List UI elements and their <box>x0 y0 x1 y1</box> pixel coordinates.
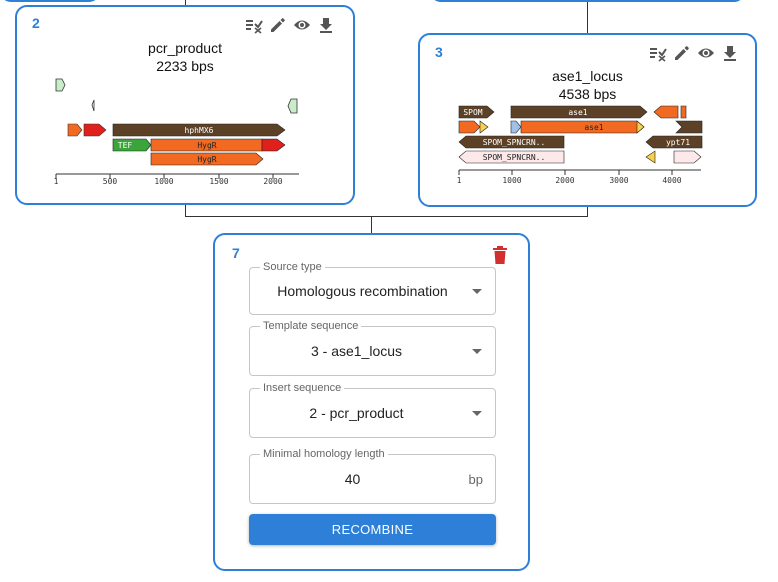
feature-spom-spncrn[interactable] <box>458 150 565 164</box>
connector-line <box>587 0 588 33</box>
feature-arrow[interactable] <box>675 120 703 134</box>
partial-card-top-right <box>430 0 745 2</box>
feature-ase1-cds[interactable] <box>520 120 645 134</box>
source-card: 7 Source type Homologous recombination T… <box>213 233 530 571</box>
feature-label: HygR <box>197 155 216 164</box>
connector-line <box>587 207 588 217</box>
feature-spom-spncrn[interactable] <box>458 135 565 149</box>
axis-tick: 2000 <box>263 177 282 185</box>
insert-sequence-select[interactable]: Insert sequence 2 - pcr_product <box>249 381 496 438</box>
download-icon[interactable] <box>317 16 335 34</box>
feature-label: SPOM <box>463 108 482 117</box>
field-value: Homologous recombination <box>277 283 448 299</box>
feature-arrow[interactable] <box>55 78 66 92</box>
feature-label: ase1 <box>568 108 587 117</box>
feature-arrow[interactable] <box>510 120 522 134</box>
delete-icon[interactable] <box>491 245 509 265</box>
axis-tick: 1000 <box>154 177 173 185</box>
sequence-actions <box>649 44 739 62</box>
sequence-card-pcr-product: 2 pcr_product 2233 bps hphMX6 TEF HygR H… <box>15 5 355 205</box>
edit-icon[interactable] <box>673 44 691 62</box>
connector-line <box>371 216 372 234</box>
field-label: Minimal homology length <box>260 447 388 461</box>
connector-line <box>185 203 186 217</box>
feature-label: TEF <box>118 141 133 150</box>
feature-tef[interactable] <box>112 138 152 152</box>
field-label: Insert sequence <box>260 381 345 395</box>
feature-label: ase1 <box>584 123 603 132</box>
feature-ypt71[interactable] <box>645 135 703 149</box>
sequence-id: 3 <box>435 44 443 60</box>
chevron-down-icon <box>472 411 482 416</box>
feature-arrow[interactable] <box>287 98 298 114</box>
feature-label: SPOM_SPNCRN.. <box>483 153 546 162</box>
sequence-card-ase1-locus: 3 ase1_locus 4538 bps SPOM ase1 ase1 SPO… <box>418 33 757 207</box>
view-icon[interactable] <box>697 44 715 62</box>
sequence-name: ase1_locus <box>552 68 623 84</box>
template-sequence-select[interactable]: Template sequence 3 - ase1_locus <box>249 319 496 376</box>
partial-card-top-left <box>0 0 100 2</box>
sequence-map[interactable]: SPOM ase1 ase1 SPOM_SPNCRN.. ypt71 SPOM_… <box>454 103 704 215</box>
feature-arrow[interactable] <box>680 105 687 119</box>
feature-hphmx6[interactable] <box>112 123 286 137</box>
chevron-down-icon <box>472 289 482 294</box>
feature-label: ypt71 <box>666 138 690 147</box>
feature-spom[interactable] <box>458 105 495 119</box>
sequence-map[interactable]: hphMX6 TEF HygR HygR 1 500 1000 1500 200… <box>51 75 311 185</box>
axis-tick: 1000 <box>502 176 521 185</box>
connector-line <box>185 0 186 6</box>
feature-label: hphMX6 <box>185 126 214 135</box>
axis-tick: 500 <box>103 177 118 185</box>
unit-label: bp <box>468 471 483 487</box>
connector-line <box>185 216 588 217</box>
feature-arrow[interactable] <box>479 120 489 134</box>
sequence-length: 4538 bps <box>558 86 617 102</box>
homology-length-input[interactable]: Minimal homology length 40 bp <box>249 447 496 504</box>
feature-arrow[interactable] <box>653 105 679 119</box>
select-all-icon[interactable] <box>245 16 263 34</box>
select-all-icon[interactable] <box>649 44 667 62</box>
chevron-down-icon <box>472 349 482 354</box>
sequence-name: pcr_product <box>148 40 222 56</box>
axis-tick: 1 <box>457 176 462 185</box>
axis-tick: 1500 <box>209 177 228 185</box>
feature-arrow[interactable] <box>636 120 645 134</box>
axis-tick: 2000 <box>555 176 574 185</box>
feature-hygr[interactable] <box>150 152 264 166</box>
view-icon[interactable] <box>293 16 311 34</box>
field-label: Template sequence <box>260 319 362 333</box>
axis-tick: 1 <box>54 177 59 185</box>
source-id: 7 <box>232 245 240 261</box>
sequence-length: 2233 bps <box>156 58 214 74</box>
feature-arrow[interactable] <box>458 120 481 134</box>
field-value: 2 - pcr_product <box>309 405 404 421</box>
edit-icon[interactable] <box>269 16 287 34</box>
axis-tick: 4000 <box>662 176 681 185</box>
sequence-id: 2 <box>32 15 40 31</box>
source-type-select[interactable]: Source type Homologous recombination <box>249 260 496 315</box>
feature-arrow[interactable] <box>645 150 656 164</box>
feature-ase1[interactable] <box>510 105 648 119</box>
feature-arrow[interactable] <box>83 123 107 137</box>
feature-arrow[interactable] <box>91 99 95 112</box>
axis-tick: 3000 <box>609 176 628 185</box>
feature-arrow[interactable] <box>261 138 286 152</box>
field-label: Source type <box>260 260 325 274</box>
field-value: 3 - ase1_locus <box>310 343 403 359</box>
feature-label: HygR <box>197 141 216 150</box>
sequence-actions <box>245 16 335 34</box>
feature-label: SPOM_SPNCRN.. <box>483 138 546 147</box>
download-icon[interactable] <box>721 44 739 62</box>
recombine-button[interactable]: RECOMBINE <box>249 514 496 545</box>
feature-arrow[interactable] <box>67 123 83 137</box>
field-value: 40 <box>344 471 361 487</box>
feature-arrow[interactable] <box>673 150 702 164</box>
